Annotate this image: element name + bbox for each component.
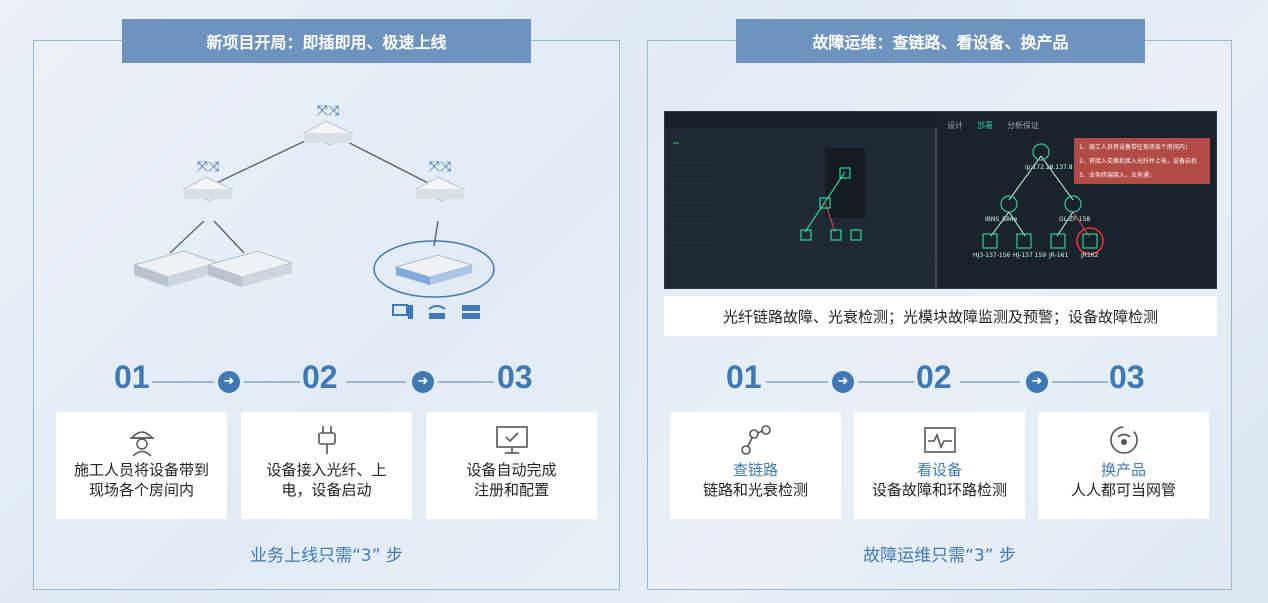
- card-line-2: 电，设备启动: [281, 481, 372, 499]
- screenshot-tab[interactable]: 设计: [947, 121, 963, 130]
- arrow-right-icon: ➜: [412, 371, 434, 393]
- screenshot-mini-tabs: [673, 142, 689, 144]
- step-line: [152, 381, 214, 383]
- node-label: IBNS_S86e: [985, 216, 1018, 223]
- step-line: [244, 381, 300, 383]
- left-panel: 新项目开局：即插即用、极速上线 ⤧⤨ ⤧⤨ ⤧⤨: [33, 19, 620, 590]
- power-plug-icon: [307, 420, 347, 460]
- wifi-ap-icon: [426, 303, 448, 321]
- step-card-3: 换产品 人人都可当网管: [1038, 412, 1209, 519]
- step-line: [960, 381, 1020, 383]
- step-line: [766, 381, 828, 383]
- step-card-3: 设备自动完成 注册和配置: [426, 412, 597, 519]
- right-panel: 故障运维：查链路、看设备、换产品 设计: [647, 19, 1232, 590]
- monitor-check-icon: [492, 420, 532, 460]
- step-card-2: 看设备 设备故障和环路检测: [854, 412, 1025, 519]
- warning-line: 1、施工人员将设备带往现场各个房间内；: [1079, 144, 1191, 151]
- worker-helmet-icon: [122, 420, 162, 460]
- computer-icon: [392, 303, 414, 321]
- step-02: 02: [916, 359, 952, 395]
- card-line-2: 现场各个房间内: [88, 481, 194, 499]
- step-01: 01: [726, 359, 762, 395]
- mini-tab: [683, 142, 689, 144]
- screenshot-left-pane: [665, 112, 937, 288]
- card-line-1: 设备接入光纤、上: [266, 461, 387, 479]
- arrow-right-icon: ➜: [1026, 371, 1048, 393]
- right-switch-icon: ⤧⤨: [414, 159, 466, 202]
- svg-text:⤧⤨: ⤧⤨: [429, 159, 452, 175]
- warning-box: 1、施工人员将设备带往现场各个房间内； 2、将接入交换机接入光纤并上电，设备启机…: [1074, 138, 1210, 184]
- step-card-1: 查链路 链路和光衰检测: [670, 412, 841, 519]
- right-footer: 故障运维只需“3” 步: [863, 546, 1016, 566]
- card-line-1: 换产品: [1100, 461, 1146, 479]
- card-line-1: 看设备: [916, 461, 962, 479]
- endpoint-icons: [392, 303, 482, 321]
- step-02: 02: [302, 359, 338, 395]
- svg-text:⤧⤨: ⤧⤨: [317, 103, 340, 119]
- arrow-right-icon: ➜: [218, 371, 240, 393]
- step-line: [858, 381, 914, 383]
- svg-text:⤧⤨: ⤧⤨: [197, 159, 220, 175]
- screenshot-topbar: [665, 112, 937, 128]
- card-line-1: 设备自动完成: [466, 461, 557, 479]
- node-label: ip:172.18.137.8: [1025, 164, 1073, 171]
- screenshot-tab[interactable]: 部署: [977, 121, 993, 130]
- step-03: 03: [497, 359, 533, 395]
- node-label: HJ-137 159: [1013, 252, 1047, 259]
- network-diagram: ⤧⤨ ⤧⤨ ⤧⤨: [132, 103, 495, 298]
- left-steps: 01 ➜ 02 ➜ 03: [34, 359, 619, 401]
- swap-device-icon: [1104, 420, 1144, 460]
- step-card-1: 施工人员将设备带到 现场各个房间内: [56, 412, 227, 519]
- ops-screenshot: 设计 部署 分析保证 ip:172.18.137.8: [664, 111, 1217, 289]
- mini-tab: [673, 142, 679, 144]
- screenshot-tabs: 设计 部署 分析保证: [947, 120, 1039, 131]
- step-line: [346, 381, 406, 383]
- screenshot-legend: [721, 262, 931, 286]
- screenshot-tree: [669, 154, 715, 254]
- node-label: GL-ZF-158: [1059, 216, 1091, 223]
- access-device-1-icon: [132, 250, 220, 287]
- step-card-2: 设备接入光纤、上 电，设备启动: [241, 412, 412, 519]
- card-line-2: 注册和配置: [473, 481, 549, 499]
- access-device-2-icon: [206, 250, 294, 287]
- right-panel-title: 故障运维：查链路、看设备、换产品: [736, 19, 1145, 63]
- card-line-1: 施工人员将设备带到: [73, 461, 209, 479]
- warning-line: 3、业务终端接入，业务通；: [1079, 172, 1155, 179]
- card-line-2: 人人都可当网管: [1070, 481, 1176, 499]
- link-path-icon: [736, 420, 776, 460]
- step-line: [438, 381, 494, 383]
- step-line: [1052, 381, 1108, 383]
- node-label: JR-161: [1049, 252, 1069, 259]
- right-cards: 查链路 链路和光衰检测 看设备 设备故障和环路检测 换产品 人人都可当网管: [670, 412, 1213, 519]
- card-line-1: 查链路: [732, 461, 778, 479]
- left-footer: 业务上线只需“3” 步: [250, 546, 403, 566]
- card-line-2: 设备故障和环路检测: [871, 481, 1007, 499]
- feature-caption: 光纤链路故障、光衰检测；光模块故障监测及预警；设备故障检测: [664, 296, 1217, 336]
- right-steps: 01 ➜ 02 ➜ 03: [648, 359, 1231, 401]
- node-label: JR162: [1081, 252, 1099, 259]
- screenshot-right-pane: 设计 部署 分析保证 ip:172.18.137.8: [939, 112, 1216, 288]
- pulse-monitor-icon: [920, 420, 960, 460]
- warning-line: 2、将接入交换机接入光纤并上电，设备启机: [1079, 158, 1197, 165]
- left-panel-title: 新项目开局：即插即用、极速上线: [122, 19, 531, 63]
- left-switch-icon: ⤧⤨: [182, 159, 234, 202]
- mini-topology: [800, 148, 865, 241]
- step-03: 03: [1109, 359, 1145, 395]
- left-cards: 施工人员将设备带到 现场各个房间内 设备接入光纤、上 电，设备启动 设备自动完成…: [56, 412, 599, 519]
- core-switch-icon: ⤧⤨: [302, 103, 354, 146]
- node-label: HJ3-137-156: [973, 252, 1011, 259]
- screenshot-tab[interactable]: 分析保证: [1007, 121, 1039, 130]
- topology-diagram: [982, 143, 1104, 255]
- step-01: 01: [114, 359, 150, 395]
- server-icon: [460, 303, 482, 321]
- card-line-2: 链路和光衰检测: [702, 481, 808, 499]
- access-device-3-icon: [394, 254, 474, 285]
- arrow-right-icon: ➜: [832, 371, 854, 393]
